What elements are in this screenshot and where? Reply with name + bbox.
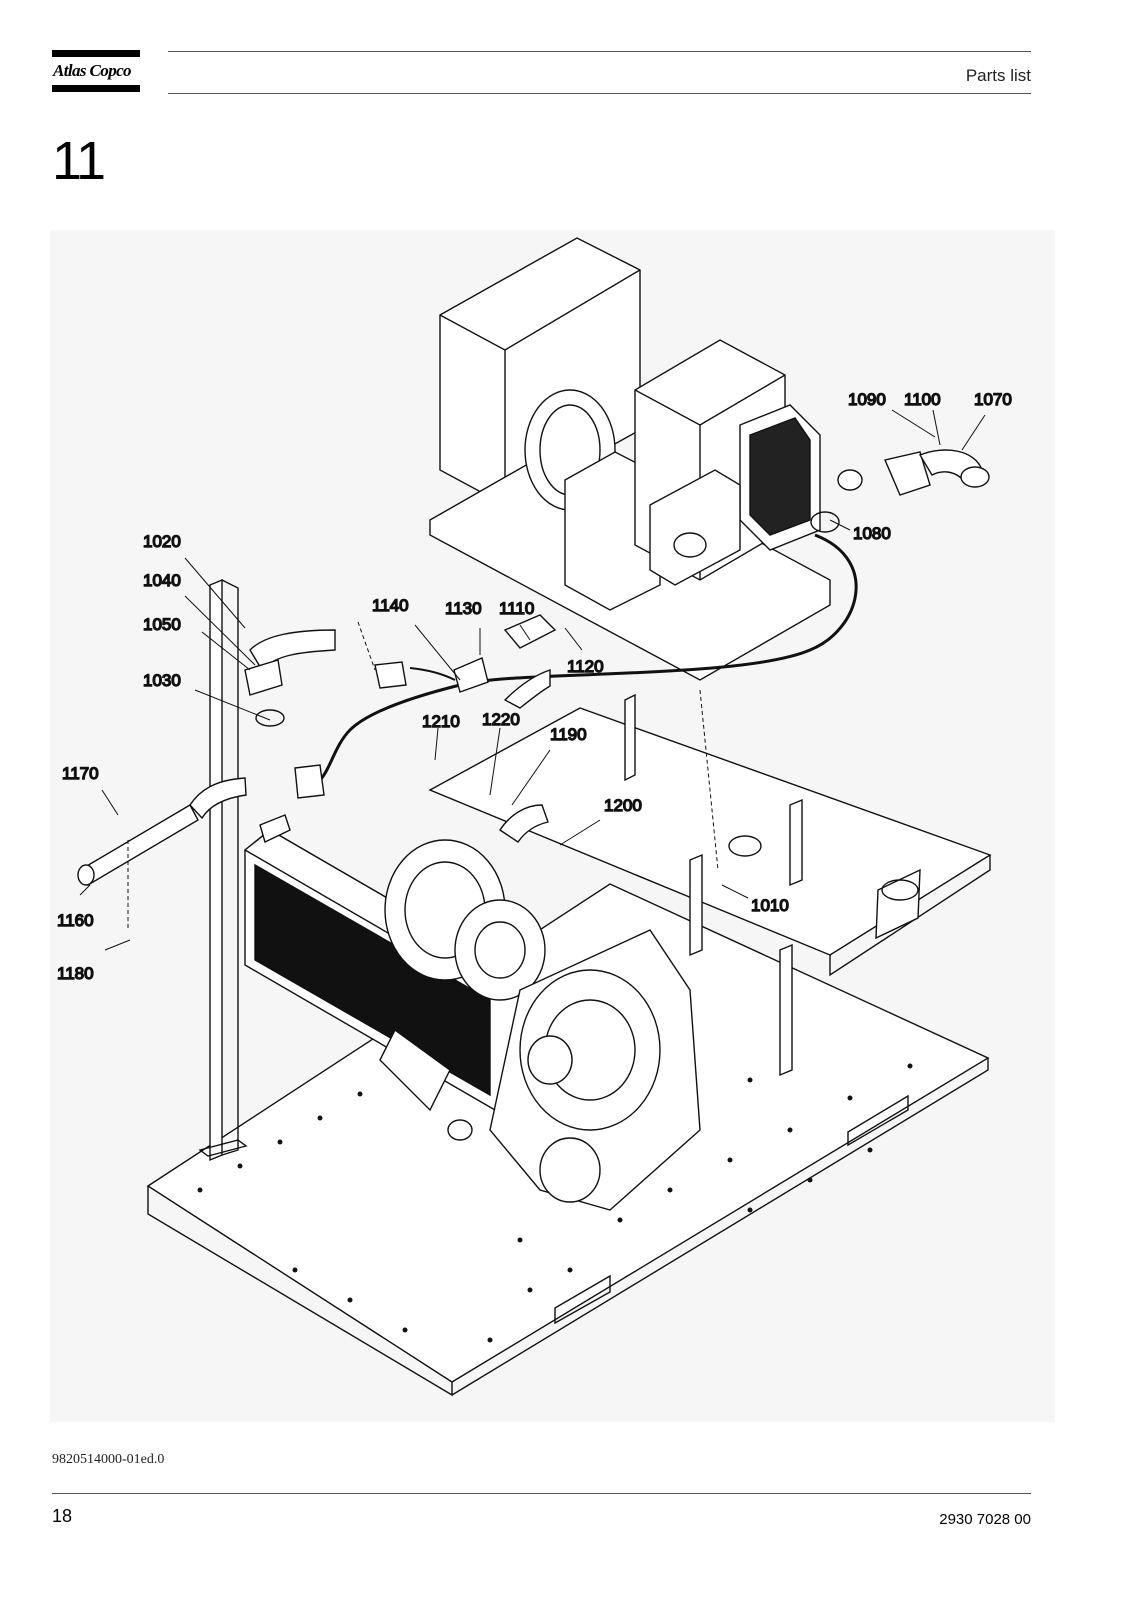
left-pipe-assembly: [77, 614, 557, 886]
callout-labels: 1090 1100 1070 1080 1020 1040 1140 1130 …: [56, 389, 1012, 983]
callout-label: 1130: [445, 599, 482, 618]
callout-label: 1100: [904, 390, 941, 409]
header-rule-top: [168, 51, 1031, 52]
page-number: 18: [52, 1506, 73, 1526]
callout-label: 1140: [372, 596, 409, 615]
header-title: Parts list: [965, 66, 1031, 85]
callout-label: 1160: [57, 911, 94, 930]
document-code: 9820514000-01ed.0: [52, 1452, 165, 1467]
logo-bar-bottom: [52, 85, 140, 92]
callout-label: 1170: [62, 764, 99, 783]
exploded-parts-drawing: 1090 1100 1070 1080 1020 1040 1140 1130 …: [50, 230, 1055, 1422]
support-platform: [428, 693, 992, 1077]
callout-label: 1180: [57, 964, 94, 983]
atlas-copco-logo: Atlas Copco: [52, 50, 140, 92]
left-upright: [198, 578, 248, 1162]
top-right-elbow: [810, 449, 990, 533]
compressor-element: [379, 839, 701, 1211]
callout-label: 1070: [974, 390, 1012, 409]
callout-label: 1220: [482, 710, 520, 729]
logo-bar-top: [52, 50, 140, 57]
callout-label: 1110: [499, 599, 534, 618]
callout-label: 1050: [143, 615, 181, 634]
base-holes: [197, 1063, 913, 1343]
callout-label: 1190: [550, 725, 587, 744]
callout-label: 1210: [422, 712, 460, 731]
callout-label: 1030: [143, 671, 181, 690]
leader-lines: [79, 409, 986, 951]
refrigerant-dryer: [429, 237, 831, 681]
callout-label: 1090: [848, 390, 886, 409]
callout-label: 1200: [604, 796, 642, 815]
callout-label: 1010: [751, 896, 789, 915]
header-rule-bottom: [168, 93, 1031, 94]
callout-label: 1020: [143, 532, 181, 551]
callout-label: 1040: [143, 571, 181, 590]
callout-label: 1080: [853, 524, 891, 543]
callout-label: 1120: [567, 657, 604, 676]
part-code: 2930 7028 00: [939, 1511, 1031, 1528]
section-number: 11: [52, 131, 106, 191]
logo-text: Atlas Copco: [53, 61, 132, 80]
footer-rule: [52, 1493, 1031, 1494]
